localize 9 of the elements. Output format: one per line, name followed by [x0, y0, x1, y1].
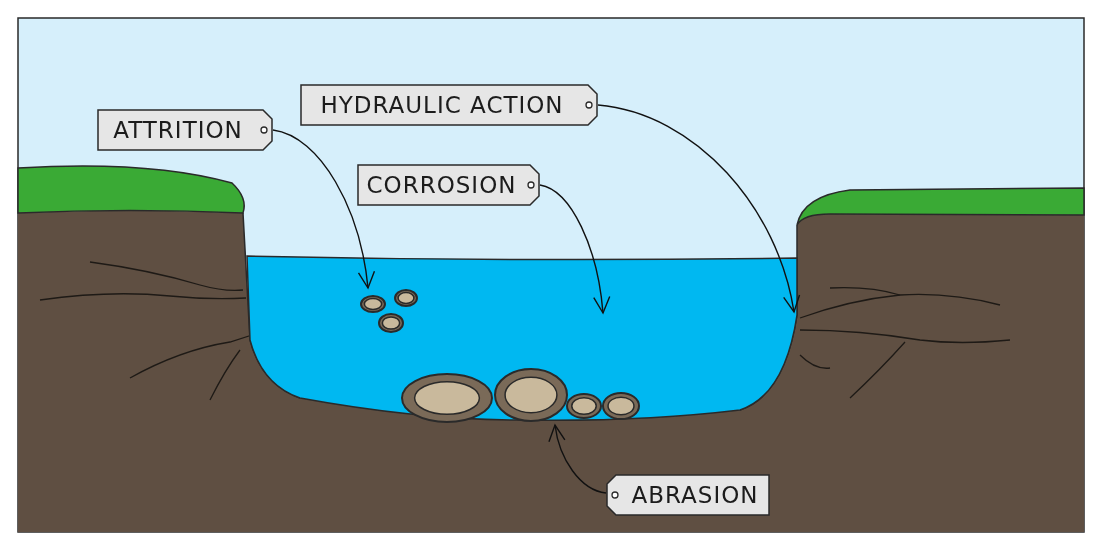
label-tag: CORROSION [357, 164, 540, 206]
pebbles [360, 289, 418, 333]
leader-arrow [549, 424, 607, 494]
leader-arrow [272, 129, 375, 289]
label-tag: ATTRITION [97, 109, 273, 151]
label-tag: HYDRAULIC ACTION [300, 84, 598, 126]
leader-arrow [597, 104, 800, 313]
label-tag: ABRASION [606, 474, 770, 516]
leader-arrow [539, 184, 610, 314]
